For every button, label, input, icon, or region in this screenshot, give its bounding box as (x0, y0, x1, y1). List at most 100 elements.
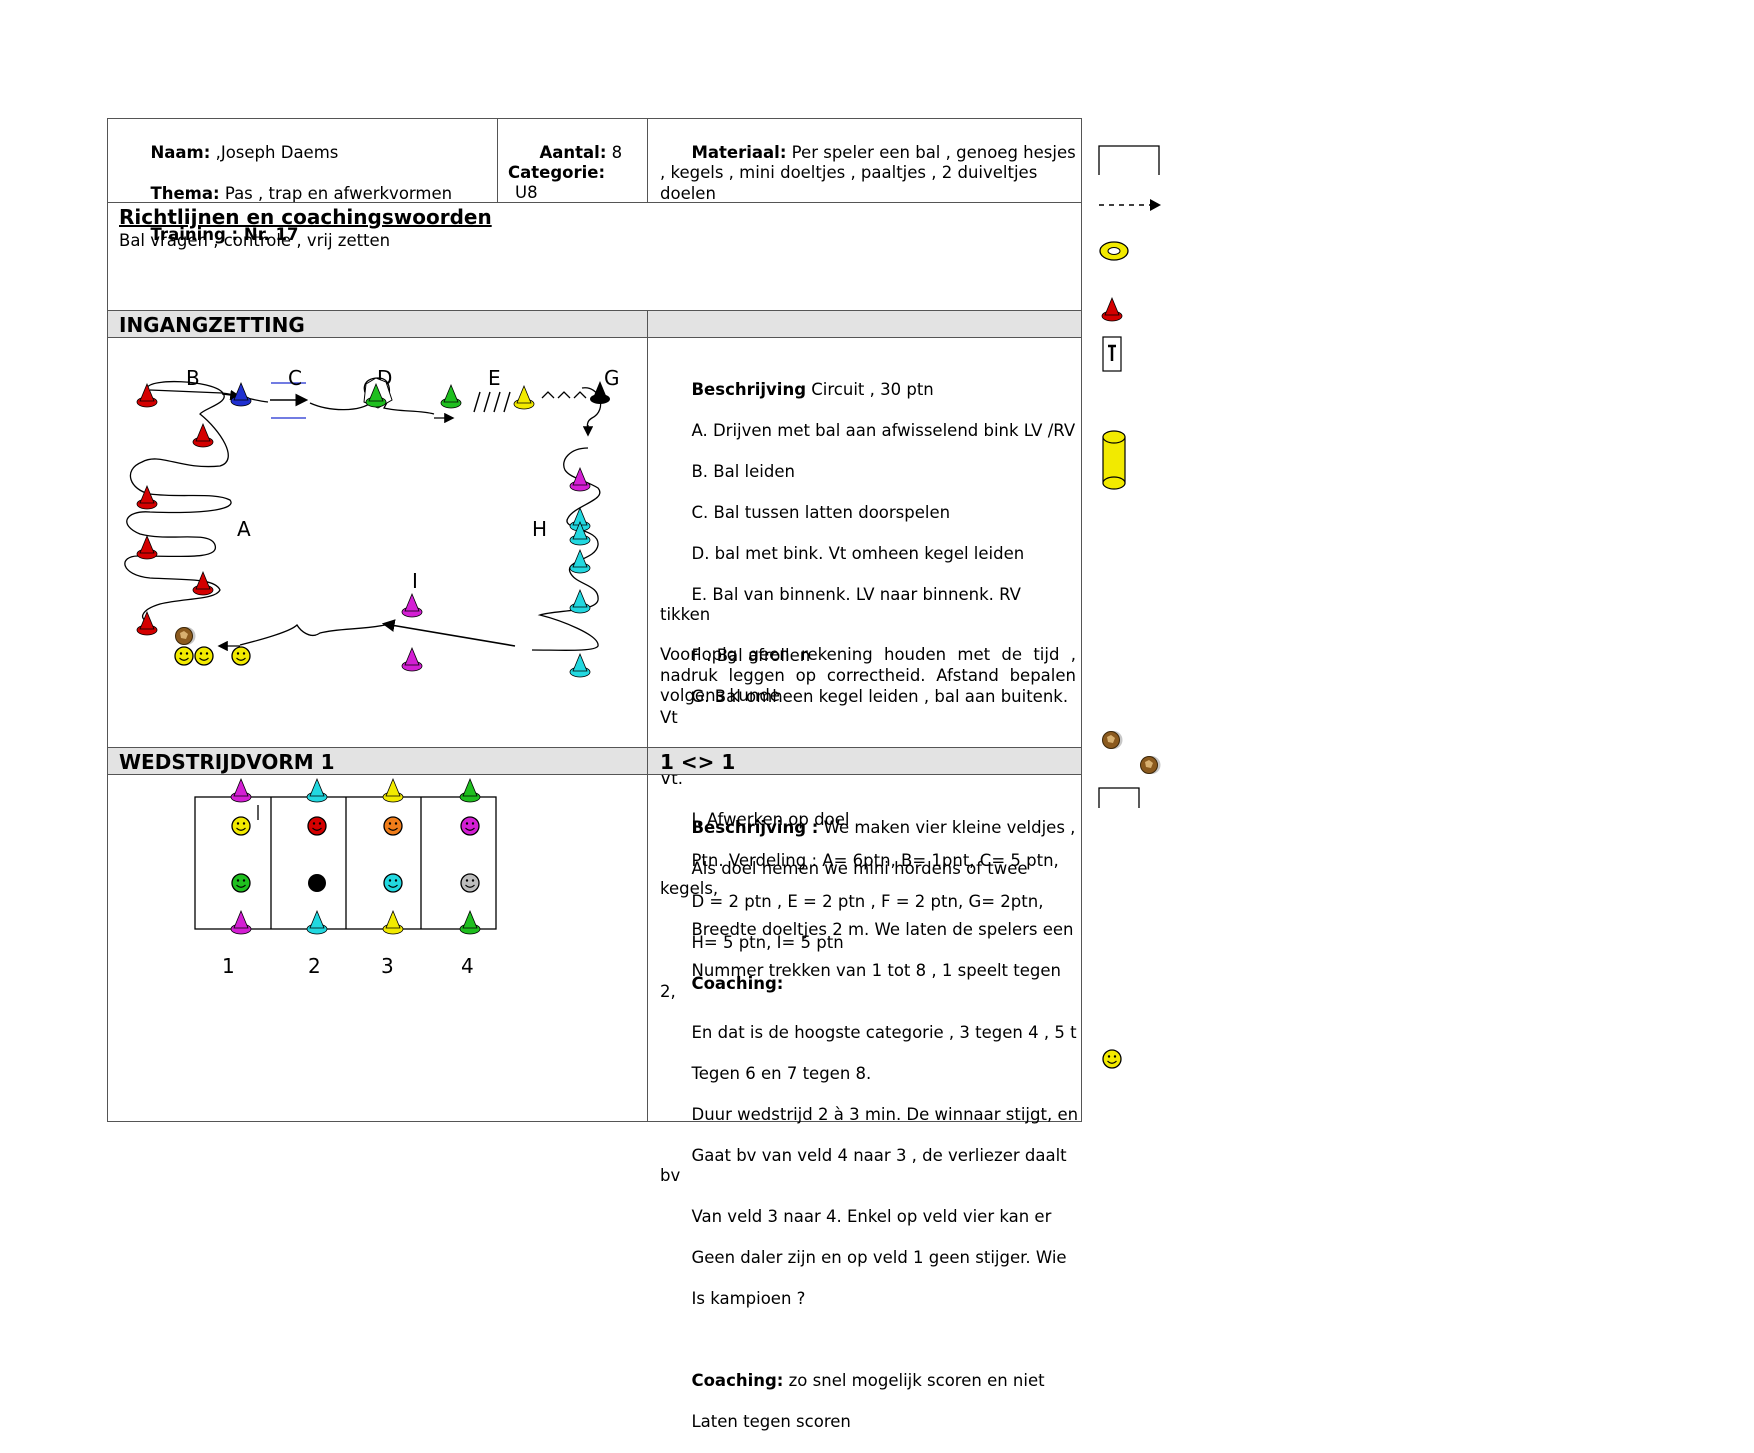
cone-icon (459, 778, 481, 803)
wv-coaching-label: Coaching: (691, 1371, 784, 1390)
materiaal-value: Per speler een bal , genoeg hesjes , keg… (660, 142, 1081, 203)
shot-arrow (381, 619, 516, 647)
field-number: 3 (381, 954, 394, 978)
tik-marks (473, 391, 511, 413)
wv-line: Van veld 3 naar 4. Enkel op veld vier ka… (691, 1207, 1052, 1226)
ingangzetting-title: INGANGZETTING (119, 313, 305, 337)
beschrijving-value: Circuit , 30 ptn (806, 379, 934, 399)
naam-label: Naam: (150, 142, 211, 162)
cone-icon (1101, 297, 1123, 322)
diagram-label: A (237, 517, 251, 541)
cone-icon (136, 383, 158, 408)
step-line: G. Bal omheen kegel leiden , bal aan bui… (660, 687, 1074, 727)
player-icon (460, 816, 480, 836)
cone-icon (569, 589, 591, 614)
cone-icon (401, 593, 423, 618)
cone-icon (382, 778, 404, 803)
legend (1098, 145, 1161, 1069)
cone-icon (382, 910, 404, 935)
cone-icon (569, 467, 591, 492)
cone-icon (440, 384, 462, 409)
goal-icon (1098, 145, 1160, 175)
richtlijnen-title: Richtlijnen en coachingswoorden (119, 205, 492, 229)
cone-icon (136, 535, 158, 560)
wv-line: Is kampioen ? (691, 1289, 806, 1308)
beschrijving-label: Beschrijving (691, 379, 807, 399)
thema-value: Pas , trap en afwerkvormen (219, 183, 453, 203)
points-line: Ptn. Verdeling : A= 6ptn, B= 1pnt, C= 5 … (691, 851, 1059, 870)
return-path (239, 623, 386, 646)
step-line: A. Drijven met bal aan afwisselend bink … (691, 420, 1076, 440)
coaching-label: Coaching: (691, 974, 784, 993)
diagram-label: E (488, 366, 501, 390)
step-line: D. bal met bink. Vt omheen kegel leiden (691, 543, 1025, 563)
ball-icon (1140, 755, 1161, 775)
diagram-label: C (288, 366, 302, 390)
cone-icon (306, 910, 328, 935)
field-number: 4 (461, 954, 474, 978)
ingangzetting-header-right (647, 310, 1082, 338)
wv-line: Gaat bv van veld 4 naar 3 , de verliezer… (660, 1145, 1072, 1186)
wv-line: Duur wedstrijd 2 à 3 min. De winnaar sti… (691, 1104, 1079, 1124)
naam-cell: Naam: ,Joseph Daems Thema: Pas , trap en… (107, 118, 498, 244)
cylinder-icon (1102, 430, 1126, 490)
wv-beschrijving-label: Beschrijving : (691, 817, 819, 837)
wv-coaching-first: zo snel mogelijk scoren en niet (783, 1371, 1045, 1390)
wedstrijdvorm-subtitle: 1 <> 1 (660, 750, 736, 774)
richtlijnen-text: Bal vragen , controle , vrij zetten (119, 231, 391, 250)
wv-beschrijving-first: We maken vier kleine veldjes , (818, 817, 1076, 837)
cone-icon (569, 653, 591, 678)
materiaal-label: Materiaal: (691, 142, 787, 162)
b-arrow (221, 389, 241, 401)
ball-icon (175, 626, 196, 646)
wedstrijdvorm-subtitle-cell: 1 <> 1 (647, 747, 1082, 775)
aantal-label: Aantal: (539, 142, 607, 162)
cone-icon (401, 647, 423, 672)
wv-line: Nummer trekken van 1 tot 8 , 1 speelt te… (660, 961, 1067, 1001)
ball-icon (1102, 730, 1123, 750)
drawing-layer: B C D E G A H I 1 2 3 4 (124, 145, 1161, 1069)
richtlijnen-cell: Richtlijnen en coachingswoorden Bal vrag… (107, 202, 1082, 311)
wv-line: Tegen 6 en 7 tegen 8. (691, 1063, 872, 1083)
points-line: H= 5 ptn, I= 5 ptn (691, 933, 844, 952)
diagram-label: I (412, 569, 418, 593)
cone-icon (192, 571, 214, 596)
categorie-value: U8 (515, 183, 538, 202)
step-line: C. Bal tussen latten doorspelen (691, 502, 951, 522)
step-line: B. Bal leiden (691, 461, 795, 481)
cone-icon (459, 910, 481, 935)
cone-icon (192, 423, 214, 448)
points-line: D = 2 ptn , E = 2 ptn , F = 2 ptn, G= 2p… (691, 892, 1044, 911)
player-icon (1102, 1049, 1122, 1069)
cone-icon (136, 611, 158, 636)
step-line: I. Afwerken op doel (691, 810, 850, 829)
roll-marks (541, 391, 587, 399)
diagram-label: B (186, 366, 200, 390)
cone-icon (230, 910, 252, 935)
wv-line: Breedte doeltjes 2 m. We laten de speler… (691, 920, 1074, 939)
wedstrijdvorm-title: WEDSTRIJDVORM 1 (119, 750, 335, 774)
training-label: Training : Nr. 17 (150, 224, 299, 244)
player-icon (383, 816, 403, 836)
pole-mark (1108, 344, 1116, 361)
player-icon (174, 646, 194, 666)
player-icon (308, 874, 326, 892)
player-icon (460, 873, 480, 893)
naam-value: ,Joseph Daems (210, 142, 339, 162)
wv-line: En dat is de hoogste categorie , 3 tegen… (691, 1022, 1077, 1042)
player-icon (231, 873, 251, 893)
thema-label: Thema: (150, 183, 220, 203)
arrowhead-icon (1150, 199, 1161, 211)
categorie-label: Categorie: (508, 163, 606, 182)
circuit-diagram: B C D E G A H I (124, 366, 620, 678)
materiaal-cell: Materiaal: Per speler een bal , genoeg h… (647, 118, 1082, 203)
cone-icon (569, 549, 591, 574)
diagram-label: G (604, 366, 620, 390)
player-icon (383, 873, 403, 893)
aantal-cell: Aantal: 8 Categorie: U8 (497, 118, 648, 203)
step-line: E. Bal van binnenk. LV naar binnenk. RV … (660, 584, 1027, 625)
cone-icon (513, 385, 535, 410)
coaching-text: Voorlopig geen rekening houden met de ti… (660, 645, 1082, 705)
player-icon (194, 646, 214, 666)
cone-icon (306, 778, 328, 803)
